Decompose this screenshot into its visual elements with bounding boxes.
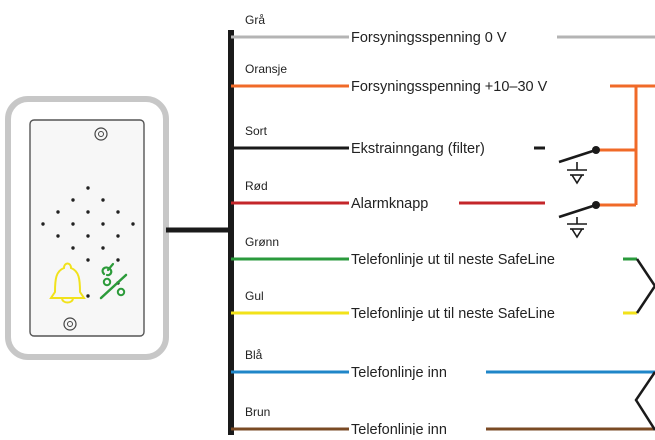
top-screw-icon <box>94 127 108 141</box>
speaker-hole <box>86 234 90 238</box>
bell-icon <box>49 262 86 304</box>
ground-switch-icon <box>558 146 600 185</box>
safeline-device <box>5 96 169 360</box>
speaker-hole <box>56 234 60 238</box>
speaker-hole <box>116 210 120 214</box>
wire-color-label: Grønn <box>245 235 279 249</box>
speaker-hole <box>41 222 45 226</box>
wire-function-label: Telefonlinje ut til neste SafeLine <box>351 306 555 322</box>
wire-function-label: Forsyningsspenning 0 V <box>351 30 507 46</box>
speaker-hole <box>116 258 120 262</box>
wire-function-label: Telefonlinje ut til neste SafeLine <box>351 252 555 268</box>
bottom-screw-icon <box>63 317 77 331</box>
wire-color-label: Grå <box>245 13 265 27</box>
wire-color-label: Gul <box>245 289 264 303</box>
phone-in-bracket <box>634 371 655 431</box>
speaker-hole <box>101 198 105 202</box>
wire-color-label: Brun <box>245 405 270 419</box>
wire-color-label: Sort <box>245 124 268 138</box>
speaker-hole <box>86 258 90 262</box>
wire-color-label: Rød <box>245 179 268 193</box>
speaker-hole <box>86 294 90 298</box>
speaker-hole <box>101 246 105 250</box>
speaker-hole <box>131 222 135 226</box>
phone-percent-icon <box>99 262 128 300</box>
speaker-hole <box>86 210 90 214</box>
wire-function-label: Ekstrainngang (filter) <box>351 141 485 157</box>
wire-color-label: Blå <box>245 348 263 362</box>
speaker-hole <box>116 234 120 238</box>
wire-function-label: Telefonlinje inn <box>351 365 447 381</box>
speaker-hole <box>101 222 105 226</box>
wire-function-label: Alarmknapp <box>351 196 428 212</box>
wire-function-label: Forsyningsspenning +10–30 V <box>351 79 548 95</box>
phone-out-bracket <box>635 258 655 314</box>
speaker-hole <box>71 222 75 226</box>
speaker-hole <box>71 246 75 250</box>
wire-function-label: Telefonlinje inn <box>351 422 447 435</box>
device-faceplate <box>29 119 145 337</box>
speaker-hole <box>86 186 90 190</box>
external-connections <box>558 84 655 431</box>
speaker-hole <box>56 210 60 214</box>
speaker-hole <box>71 198 75 202</box>
wire-color-label: Oransje <box>245 62 287 76</box>
ground-switch-icon <box>558 201 600 239</box>
supply-rail <box>596 84 638 207</box>
